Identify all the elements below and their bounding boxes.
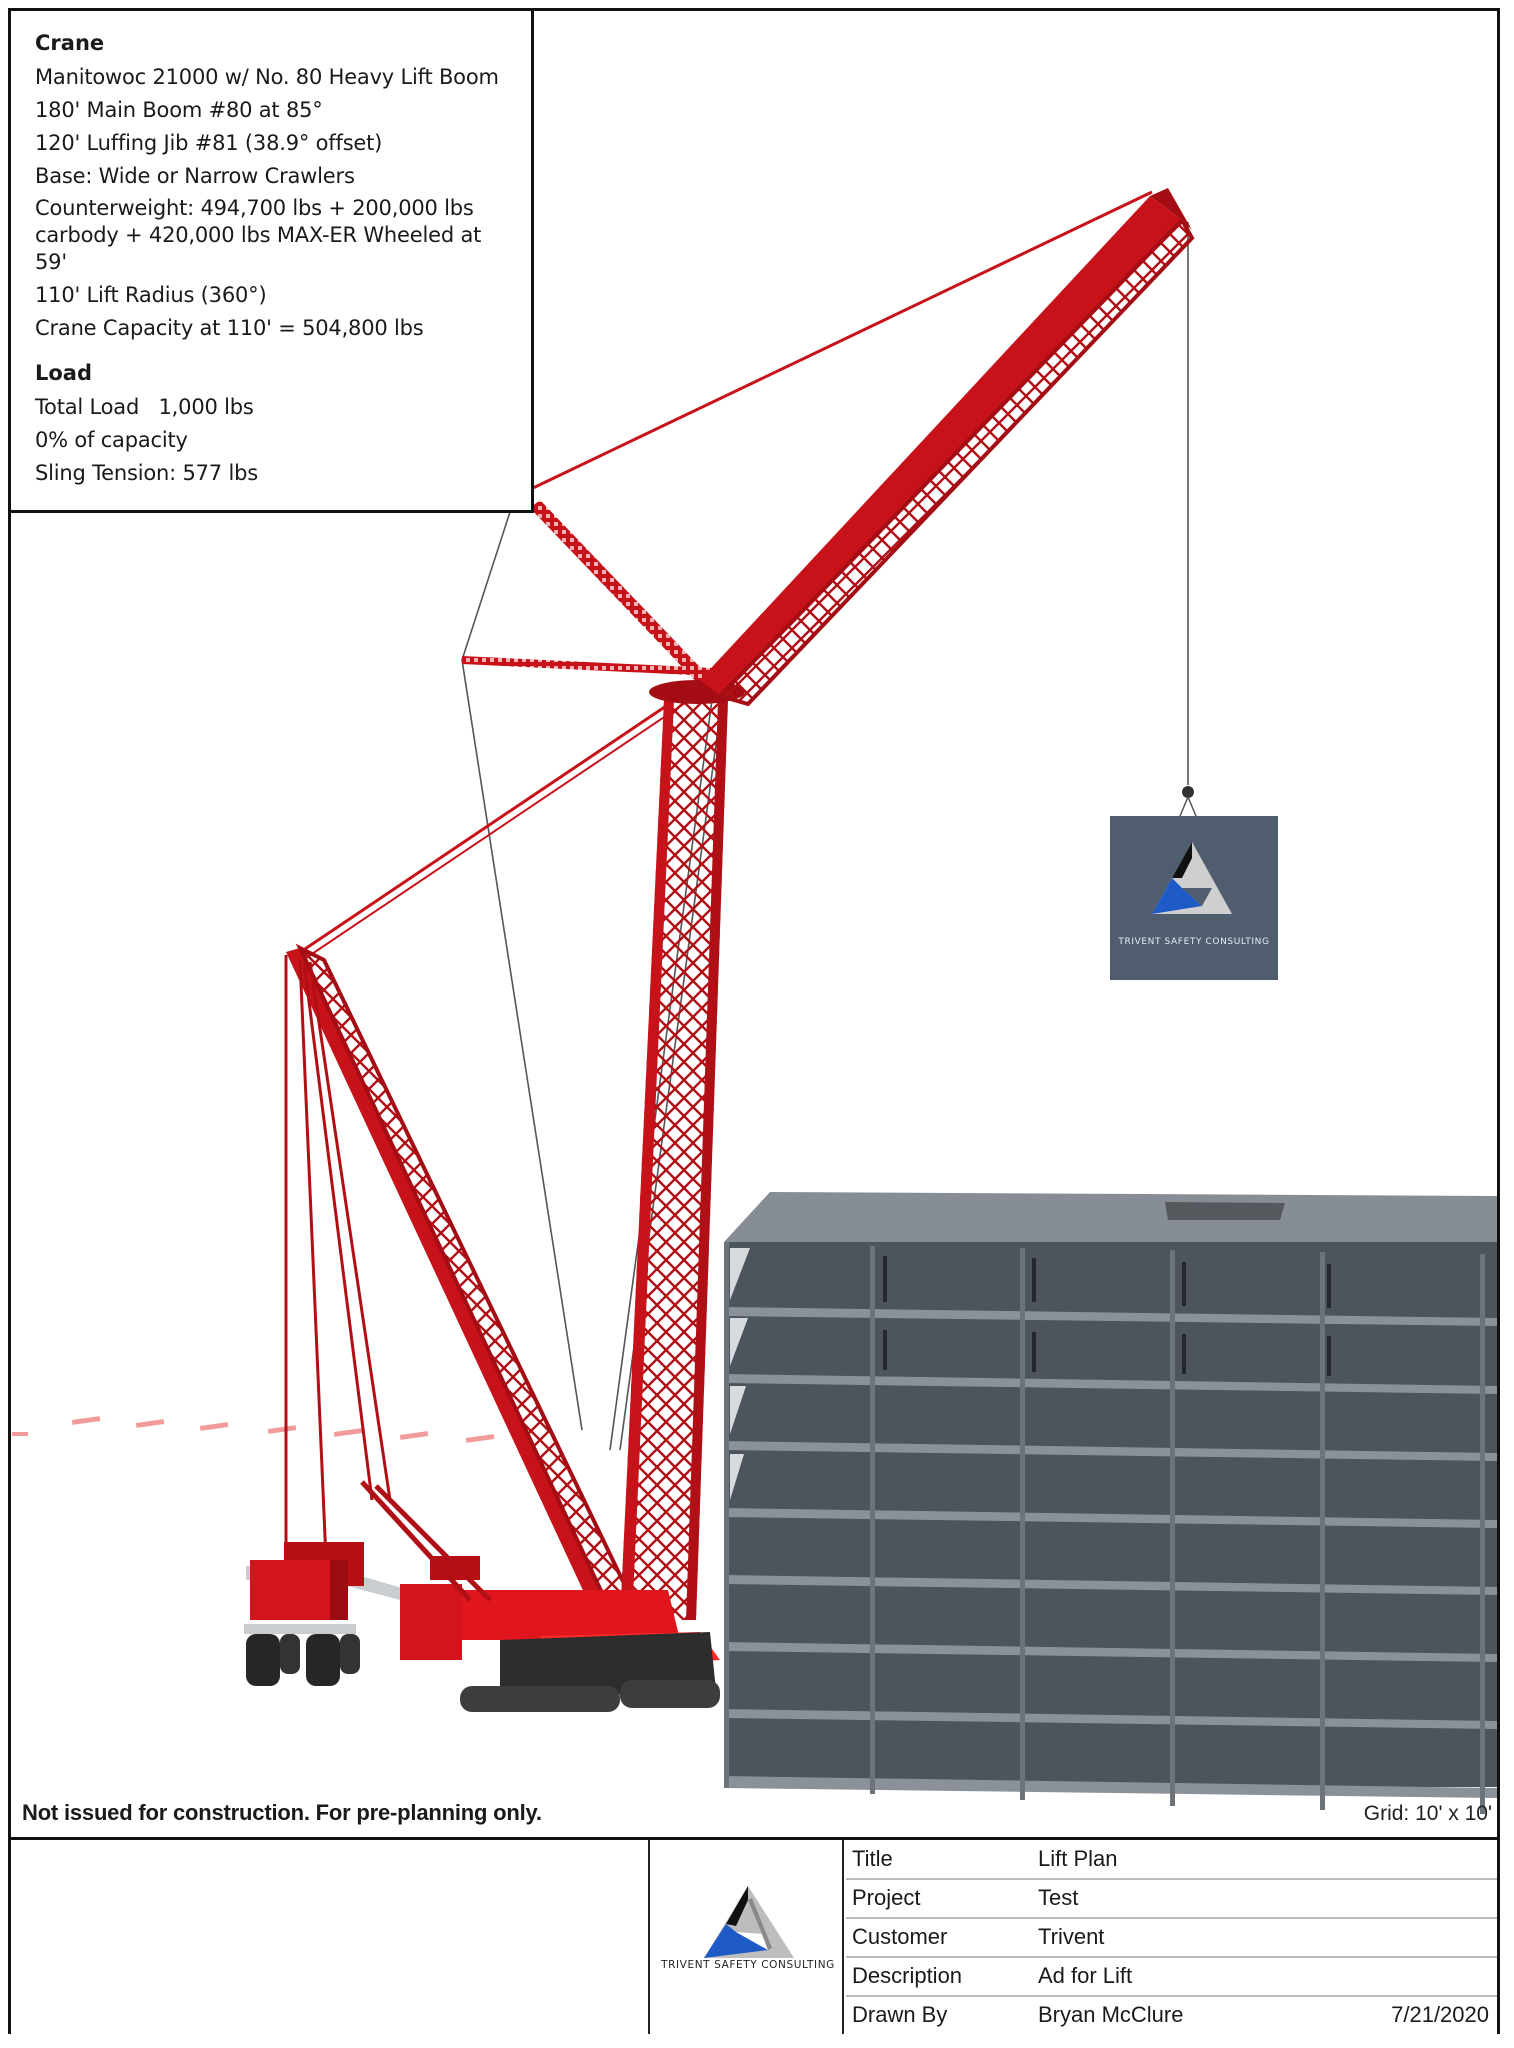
field-row-customer: Customer Trivent: [846, 1918, 1497, 1958]
field-value: Test: [1038, 1885, 1079, 1910]
main-boom-spec: 180' Main Boom #80 at 85°: [35, 98, 323, 122]
base-spec: Base: Wide or Narrow Crawlers: [35, 164, 355, 188]
crane-model: Manitowoc 21000 w/ No. 80 Heavy Lift Boo…: [35, 65, 499, 89]
field-value: Lift Plan: [1038, 1846, 1118, 1871]
lift-plan-drawing: TRIVENT SAFETY CONSULTING: [11, 11, 1497, 1835]
drawn-date: 7/21/2020: [1391, 2002, 1489, 2027]
field-value: Bryan McClure: [1038, 2002, 1184, 2027]
crane-base: [360, 1480, 720, 1712]
field-label: Drawn By: [852, 2002, 948, 2027]
title-block-divider: [8, 1837, 1500, 1840]
luffing-jib: [700, 188, 1195, 707]
lift-radius: 110' Lift Radius (360°): [35, 283, 267, 307]
main-boom: [620, 680, 745, 1620]
field-value: Ad for Lift: [1038, 1963, 1133, 1988]
grid-scale-label: Grid: 10' x 10': [1363, 1802, 1492, 1825]
ground-grid-marks: [12, 1416, 495, 1443]
total-load: Total Load 1,000 lbs: [35, 395, 254, 419]
field-label: Title: [852, 1846, 893, 1871]
title-block-fields: Title Lift Plan Project Test Customer Tr…: [846, 1840, 1497, 2034]
crane-capacity: Crane Capacity at 110' = 504,800 lbs: [35, 316, 424, 340]
counterweight-spec: Counterweight: 494,700 lbs + 200,000 lbs…: [35, 196, 482, 274]
crane-heading: Crane: [35, 31, 105, 55]
crane-info-panel: Crane Manitowoc 21000 w/ No. 80 Heavy Li…: [8, 8, 534, 513]
load-heading: Load: [35, 361, 93, 385]
sling-tension: Sling Tension: 577 lbs: [35, 461, 258, 485]
logo-text: TRIVENT SAFETY CONSULTING: [661, 1959, 835, 1971]
field-value: Trivent: [1038, 1924, 1105, 1949]
field-label: Project: [852, 1885, 921, 1910]
field-row-title: Title Lift Plan: [846, 1840, 1497, 1880]
field-row-project: Project Test: [846, 1879, 1497, 1919]
title-block: TRIVENT SAFETY CONSULTING Title Lift Pla…: [11, 1840, 1497, 2034]
field-row-description: Description Ad for Lift: [846, 1957, 1497, 1997]
company-logo-cell: TRIVENT SAFETY CONSULTING: [648, 1840, 844, 2034]
trivent-logo-icon: [704, 1886, 794, 1958]
load-box-label: TRIVENT SAFETY CONSULTING: [1117, 937, 1269, 947]
building: [724, 1192, 1497, 1814]
construction-notice: Not issued for construction. For pre-pla…: [22, 1800, 542, 1825]
field-row-drawn-by: Drawn By Bryan McClure 7/21/2020: [846, 1996, 1497, 2036]
field-label: Description: [852, 1963, 963, 1988]
field-label: Customer: [852, 1924, 948, 1949]
capacity-percent: 0% of capacity: [35, 428, 188, 452]
luffing-jib-spec: 120' Luffing Jib #81 (38.9° offset): [35, 131, 383, 155]
